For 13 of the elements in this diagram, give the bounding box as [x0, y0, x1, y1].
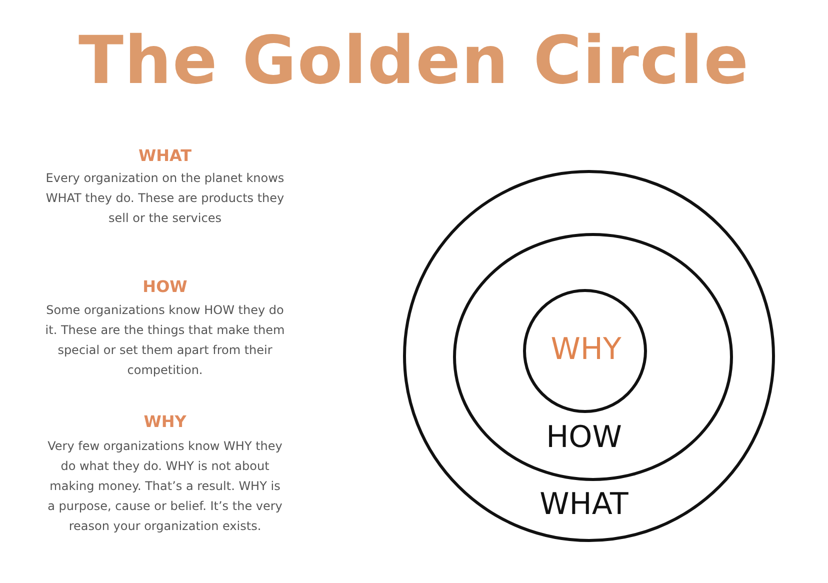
description-text: Every organization on the planet knows WHAT they do. These are products they sell or the services [45, 170, 285, 227]
description-text: Very few organizations know WHY they do what they do. WHY is not about making money. That’s a result. WHY is a purpose, cause or belief. It’s the very reason your organization exists. [46, 438, 284, 535]
description-text: Some organizations know HOW they do it. These are the things that make them special or set them apart from their competition. [45, 302, 285, 379]
circle-label: HOW [546, 420, 622, 455]
title: The Golden Circle [78, 22, 750, 99]
section-heading: WHY [142, 412, 188, 431]
circle [523, 289, 647, 413]
circle-label: WHY [550, 332, 622, 367]
section-heading: WHAT [137, 146, 193, 165]
circle [453, 233, 733, 481]
circle [403, 170, 775, 542]
circle-label: WHAT [540, 487, 628, 522]
section-heading: HOW [142, 277, 188, 296]
